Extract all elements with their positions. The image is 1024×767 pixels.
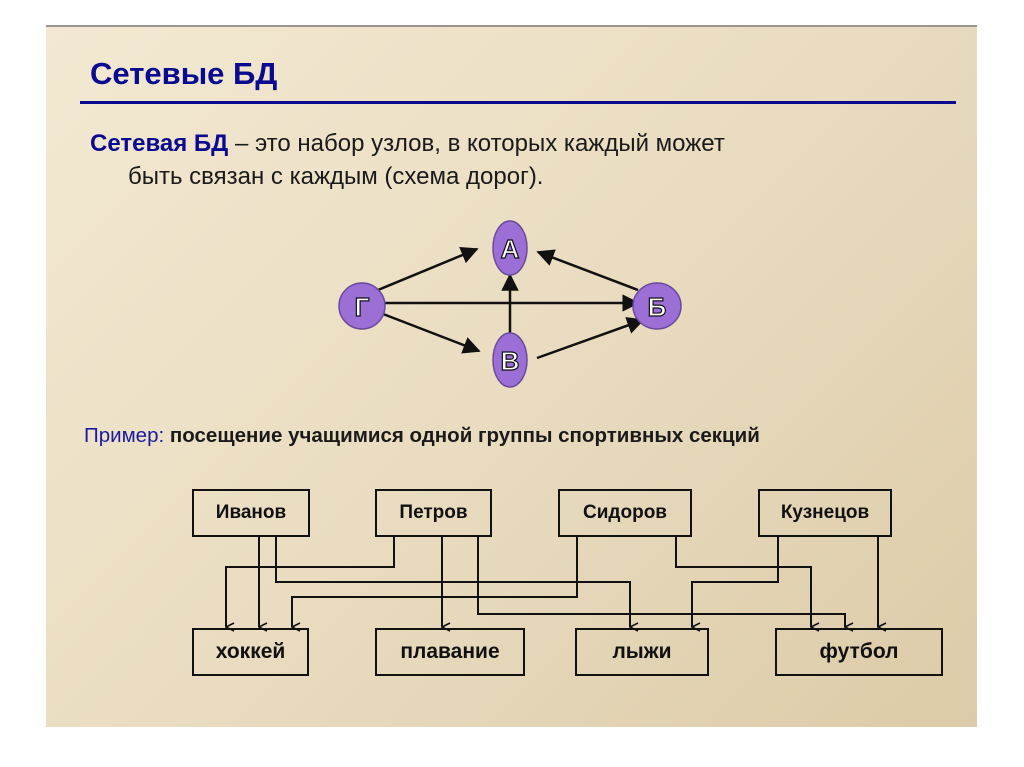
node-g-label: Г <box>355 292 370 322</box>
definition-line1: – это набор узлов, в которых каждый може… <box>228 130 725 157</box>
example-label: Пример: <box>84 424 165 447</box>
section-box-ski: лыжи <box>575 628 709 676</box>
node-a <box>492 220 528 276</box>
node-b-label: Б <box>648 292 667 322</box>
section-box-swimming: плавание <box>375 628 525 676</box>
slide-title: Сетевые БД <box>90 56 278 91</box>
node-v <box>492 332 528 388</box>
section-box-hockey: хоккей <box>192 628 309 676</box>
section-box-football: футбол <box>775 628 943 676</box>
node-v-label: В <box>501 346 520 376</box>
edge-v-b <box>536 317 645 360</box>
student-box-ivanov: Иванов <box>192 489 310 537</box>
link-sidorov-hockey <box>291 536 578 627</box>
node-b <box>632 282 682 330</box>
student-box-petrov: Петров <box>375 489 492 537</box>
link-kuznetsov-ski <box>691 536 779 627</box>
example-caption: Пример: посещение учащимися одной группы… <box>84 424 760 448</box>
student-box-sidorov: Сидоров <box>558 489 692 537</box>
title-underline <box>80 101 956 104</box>
link-sidorov-football <box>675 536 811 627</box>
edge-b-a <box>536 249 639 292</box>
definition-line2: быть связан с каждым (схема дорог). <box>128 163 544 190</box>
definition-term: Сетевая БД <box>90 130 229 157</box>
link-petrov-hockey <box>225 536 395 627</box>
link-lines <box>225 536 878 627</box>
edge-g-a <box>377 246 479 292</box>
link-petrov-football <box>477 536 845 627</box>
edge-g-v <box>377 310 481 354</box>
student-box-kuznetsov: Кузнецов <box>758 489 892 537</box>
graph-edges <box>377 246 645 360</box>
node-a-label: А <box>501 234 520 264</box>
node-g <box>338 282 386 330</box>
example-text: посещение учащимися одной группы спортив… <box>164 424 760 447</box>
link-ivanov-ski <box>275 536 630 627</box>
graph-nodes: А Б В Г <box>338 220 682 388</box>
definition: Сетевая БД – это набор узлов, в которых … <box>90 127 725 193</box>
